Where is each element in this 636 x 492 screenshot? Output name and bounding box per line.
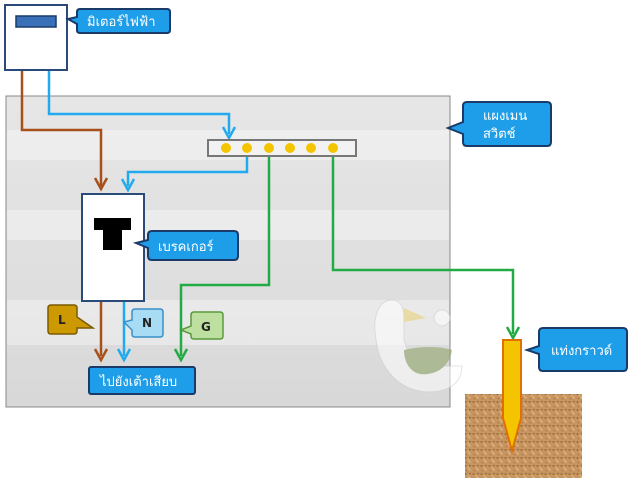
main-switch-callout: แผงเมน สวิตช์ [445, 101, 552, 147]
soil-ground [465, 394, 582, 478]
terminal-dot [328, 143, 338, 153]
terminal-dot [242, 143, 252, 153]
terminal-dot [264, 143, 274, 153]
breaker-label: เบรคเกอร์ [158, 239, 213, 255]
terminal-dot [285, 143, 295, 153]
main-switch-label-line2: สวิตช์ [483, 126, 516, 142]
neutral-wire-meter-to-switch [47, 70, 231, 134]
outlet-label: ไปยังเต้าเสียบ [99, 374, 177, 390]
tag-L-label: L [58, 313, 66, 327]
tag-N: N [122, 308, 164, 338]
meter-label: มิเตอร์ไฟฟ้า [87, 14, 156, 30]
breaker-callout: เบรคเกอร์ [132, 230, 239, 261]
tag-G: G [178, 311, 224, 340]
terminal-dot [306, 143, 316, 153]
tag-G-label: G [201, 320, 211, 334]
electric-meter [4, 4, 68, 71]
live-wire-meter-to-breaker [20, 70, 103, 186]
meter-display [15, 15, 57, 28]
terminal-dot [221, 143, 231, 153]
tag-N-label: N [142, 316, 152, 330]
main-switch-label-line1: แผงเมน [483, 109, 527, 124]
outlet-box [88, 366, 196, 395]
terminal-dots [221, 143, 338, 153]
ground-wire-switch-to-rod [331, 149, 515, 334]
meter-callout: มิเตอร์ไฟฟ้า [65, 8, 171, 34]
ground-rod-callout: แท่งกราวด์ [523, 327, 628, 372]
breaker-t-icon [94, 218, 131, 250]
ground-rod [502, 339, 522, 455]
ground-rod-label: แท่งกราวด์ [551, 343, 612, 359]
ground-wire-switch-to-outlet [179, 149, 271, 356]
bird-watermark-icon [374, 299, 463, 393]
tag-L: L [47, 304, 96, 335]
neutral-wire-switch-to-breaker [126, 149, 249, 186]
